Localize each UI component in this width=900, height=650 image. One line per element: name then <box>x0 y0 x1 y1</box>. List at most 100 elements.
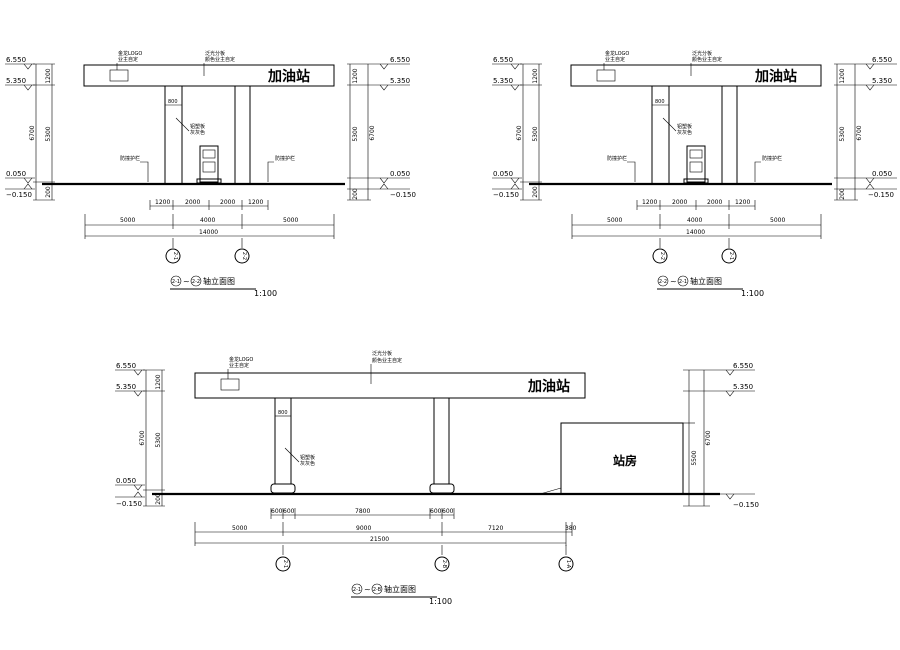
right-level-marks: 6.550 5.350 −0.150 5500 6700 <box>683 362 759 509</box>
svg-text:5300: 5300 <box>839 126 846 141</box>
barrier-note-right: 防撞护栏 <box>275 155 295 162</box>
svg-text:5.350: 5.350 <box>390 77 410 85</box>
svg-text:5.350: 5.350 <box>733 383 753 391</box>
dim-room-height: 5500 <box>691 450 698 465</box>
dim-r2-3: 5000 <box>283 217 298 224</box>
column-note-2: 灰灰色 <box>190 129 205 136</box>
level-top: 6.550 <box>6 56 26 64</box>
level-canopy-bottom: 5.350 <box>6 77 26 85</box>
elevation-2: 6.550 5.350 0.050 −0.150 6700 1200 5300 … <box>492 50 897 298</box>
svg-text:5.350: 5.350 <box>116 383 136 391</box>
barrier-note-left: 防撞护栏 <box>120 155 140 162</box>
svg-text:轴立面图: 轴立面图 <box>690 276 722 286</box>
axis-markers: 2-1 2-B 1-A <box>275 545 574 572</box>
svg-text:1200: 1200 <box>642 199 657 206</box>
svg-text:灰灰色: 灰灰色 <box>677 129 692 136</box>
logo-box <box>109 69 129 82</box>
svg-text:−0.150: −0.150 <box>733 501 759 509</box>
logo-note-2: 业主自定 <box>118 56 138 63</box>
canopy-sign: 加油站 <box>527 378 570 395</box>
right-level-marks: 6.550 5.350 0.050 −0.150 1200 5300 6700 … <box>834 56 897 201</box>
svg-text:6.550: 6.550 <box>116 362 136 370</box>
svg-text:6700: 6700 <box>705 430 712 445</box>
svg-text:2-1: 2-1 <box>679 279 687 285</box>
svg-text:6.550: 6.550 <box>390 56 410 64</box>
top-note-1: 泛光分板 <box>205 50 225 57</box>
svg-text:1200: 1200 <box>735 199 750 206</box>
elevation-1: 6.550 5.350 0.050 −0.150 6700 1200 5300 … <box>5 50 416 298</box>
horizontal-dims: 1200 2000 2000 1200 5000 4000 5000 14000 <box>84 199 335 239</box>
svg-text:200: 200 <box>839 188 846 200</box>
svg-text:6.550: 6.550 <box>872 56 892 64</box>
left-level-marks: 6.550 5.350 0.050 −0.150 <box>5 56 35 199</box>
svg-text:6.550: 6.550 <box>733 362 753 370</box>
svg-text:防撞护栏: 防撞护栏 <box>762 155 782 162</box>
svg-text:颜色业主自定: 颜色业主自定 <box>692 56 722 63</box>
station-room-label: 站房 <box>613 453 637 468</box>
svg-text:业主自定: 业主自定 <box>605 56 625 63</box>
svg-text:6.550: 6.550 <box>493 56 513 64</box>
svg-text:1200: 1200 <box>532 68 539 83</box>
axis-markers: 2-1 2-2 <box>165 238 250 264</box>
svg-text:2-2: 2-2 <box>659 252 665 260</box>
svg-text:2-1: 2-1 <box>282 560 288 568</box>
svg-text:6700: 6700 <box>856 125 863 140</box>
svg-text:1:100: 1:100 <box>429 597 452 606</box>
left-level-marks: 6.550 5.350 0.050 −0.150 <box>492 56 522 199</box>
column-note-1: 铝塑板 <box>190 123 205 130</box>
svg-text:金龙LOGO: 金龙LOGO <box>605 50 629 57</box>
axis-2: 2-2 <box>241 252 247 260</box>
svg-text:2-1: 2-1 <box>172 279 180 285</box>
svg-text:7120: 7120 <box>488 525 503 532</box>
svg-text:0.050: 0.050 <box>872 170 892 178</box>
svg-text:金龙LOGO: 金龙LOGO <box>229 356 253 363</box>
svg-text:泛光分板: 泛光分板 <box>372 350 392 357</box>
svg-text:5300: 5300 <box>532 126 539 141</box>
dim-r2-2: 4000 <box>200 217 215 224</box>
elevation-3: 6.550 5.350 0.050 −0.150 6700 1200 5300 … <box>115 350 759 606</box>
left-vertical-dims: 6700 1200 5300 200 <box>516 63 542 201</box>
svg-text:0.050: 0.050 <box>116 477 136 485</box>
svg-text:21500: 21500 <box>370 536 389 543</box>
logo-note-1: 金龙LOGO <box>118 50 142 57</box>
right-level-marks: 6.550 5.350 0.050 −0.150 1200 5300 6700 … <box>347 56 416 201</box>
svg-text:200: 200 <box>155 493 162 505</box>
svg-text:−0.150: −0.150 <box>116 500 142 508</box>
svg-text:−0.150: −0.150 <box>493 191 519 199</box>
axis-1: 2-1 <box>172 252 178 260</box>
column-width: 800 <box>168 99 178 105</box>
svg-text:颜色业主自定: 颜色业主自定 <box>372 357 402 364</box>
svg-text:−0.150: −0.150 <box>868 191 894 199</box>
svg-text:铝塑板: 铝塑板 <box>300 454 315 461</box>
svg-text:1:100: 1:100 <box>741 289 764 298</box>
svg-text:800: 800 <box>655 99 665 105</box>
svg-text:2-2: 2-2 <box>192 279 200 285</box>
svg-text:5300: 5300 <box>155 432 162 447</box>
svg-text:9000: 9000 <box>356 525 371 532</box>
left-level-marks: 6.550 5.350 0.050 −0.150 <box>115 362 145 508</box>
svg-text:灰灰色: 灰灰色 <box>300 460 315 467</box>
svg-text:−0.150: −0.150 <box>390 191 416 199</box>
svg-text:2000: 2000 <box>672 199 687 206</box>
dim-base: 200 <box>45 186 52 198</box>
svg-text:业主自定: 业主自定 <box>229 362 249 369</box>
svg-text:14000: 14000 <box>686 229 705 236</box>
svg-text:5000: 5000 <box>607 217 622 224</box>
svg-text:5000: 5000 <box>770 217 785 224</box>
horizontal-dims: 600 600 7800 600 600 5000 9000 7120 380 … <box>194 508 577 546</box>
dim-r1-1: 1200 <box>155 199 170 206</box>
svg-text:2-1: 2-1 <box>728 252 734 260</box>
svg-text:泛光分板: 泛光分板 <box>692 50 712 57</box>
svg-text:600: 600 <box>271 508 283 515</box>
svg-text:1200: 1200 <box>839 68 846 83</box>
level-ground: 0.050 <box>6 170 26 178</box>
canopy-sign: 加油站 <box>267 68 310 85</box>
svg-text:2-B: 2-B <box>373 587 382 593</box>
columns <box>270 398 455 494</box>
dim-clear: 5300 <box>45 126 52 141</box>
svg-text:1200: 1200 <box>352 68 359 83</box>
svg-text:600: 600 <box>442 508 454 515</box>
scale: 1:100 <box>254 289 277 298</box>
axis-markers: 2-2 2-1 <box>652 238 737 264</box>
